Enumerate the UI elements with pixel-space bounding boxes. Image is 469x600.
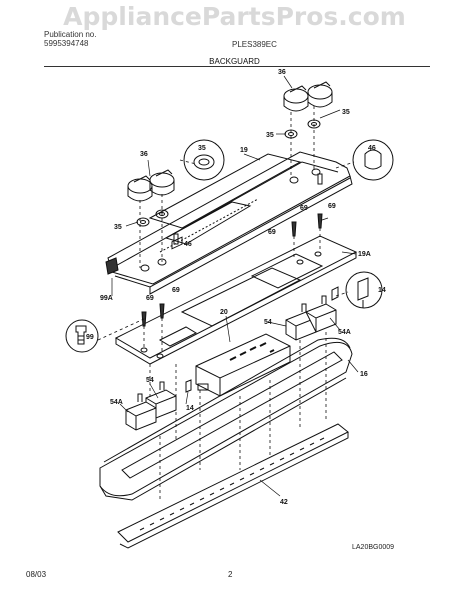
screw-detail-99 — [65, 319, 99, 353]
callout-14-detail: 14 — [378, 287, 386, 294]
publication-number: 5995394748 — [44, 39, 89, 48]
watermark: AppliancePartsPros.com — [63, 2, 406, 31]
footer-date: 08/03 — [26, 570, 47, 579]
detail-circle-35 — [183, 139, 225, 181]
publication-label: Publication no. — [44, 30, 97, 39]
callout-19A: 19A — [358, 251, 371, 258]
callout-54A-left: 54A — [110, 399, 123, 406]
backguard-housing-16 — [99, 337, 353, 501]
diagram-code: LA20BG0009 — [352, 544, 395, 551]
callout-54A-right: 54A — [338, 329, 351, 336]
detail-circle-46 — [352, 139, 394, 181]
control-panel-19A — [114, 235, 358, 365]
callout-99A: 99A — [100, 295, 113, 302]
switch-54A-left — [125, 393, 157, 431]
callout-54-right: 54 — [264, 319, 272, 326]
callout-54-left: 54 — [146, 377, 154, 384]
callout-69-d: 69 — [146, 295, 154, 302]
detail-circle-14 — [345, 271, 383, 309]
callout-19: 19 — [240, 147, 248, 154]
callout-36-right: 36 — [278, 69, 286, 76]
callout-69-b: 69 — [328, 203, 336, 210]
callout-69-c: 69 — [268, 229, 276, 236]
backguard-panel-19 — [105, 151, 353, 295]
callout-35-right-2: 35 — [266, 132, 274, 139]
switch-54A-right — [305, 295, 337, 333]
callout-35-left: 35 — [114, 224, 122, 231]
callout-36-left: 36 — [140, 151, 148, 158]
knob-pair-right — [283, 81, 333, 112]
callout-46-detail: 46 — [368, 145, 376, 152]
callout-16: 16 — [360, 371, 368, 378]
callout-14: 14 — [186, 405, 194, 412]
washer-left-1 — [136, 217, 150, 227]
callout-20: 20 — [220, 309, 228, 316]
callout-69-e: 69 — [172, 287, 180, 294]
page-number: 2 — [228, 570, 233, 579]
callout-46-left: 46 — [184, 241, 192, 248]
model-number: PLES389EC — [232, 40, 277, 49]
leader-lines — [111, 75, 359, 497]
callout-labels: 36 35 35 46 19 36 35 35 46 69 69 69 19A … — [86, 69, 386, 506]
callout-69-a: 69 — [300, 205, 308, 212]
screws-69 — [141, 213, 323, 327]
callout-35-right: 35 — [342, 109, 350, 116]
callout-35-detail: 35 — [198, 145, 206, 152]
knob-pair-left — [127, 169, 175, 202]
control-board-20 — [195, 333, 291, 397]
title-rule — [44, 66, 430, 67]
vent-trim-42 — [117, 423, 349, 549]
page-title: BACKGUARD — [209, 57, 260, 66]
callout-99: 99 — [86, 334, 94, 341]
indicator-light-14 — [185, 286, 339, 393]
callout-42: 42 — [280, 499, 288, 506]
assembly-lines — [97, 106, 355, 500]
